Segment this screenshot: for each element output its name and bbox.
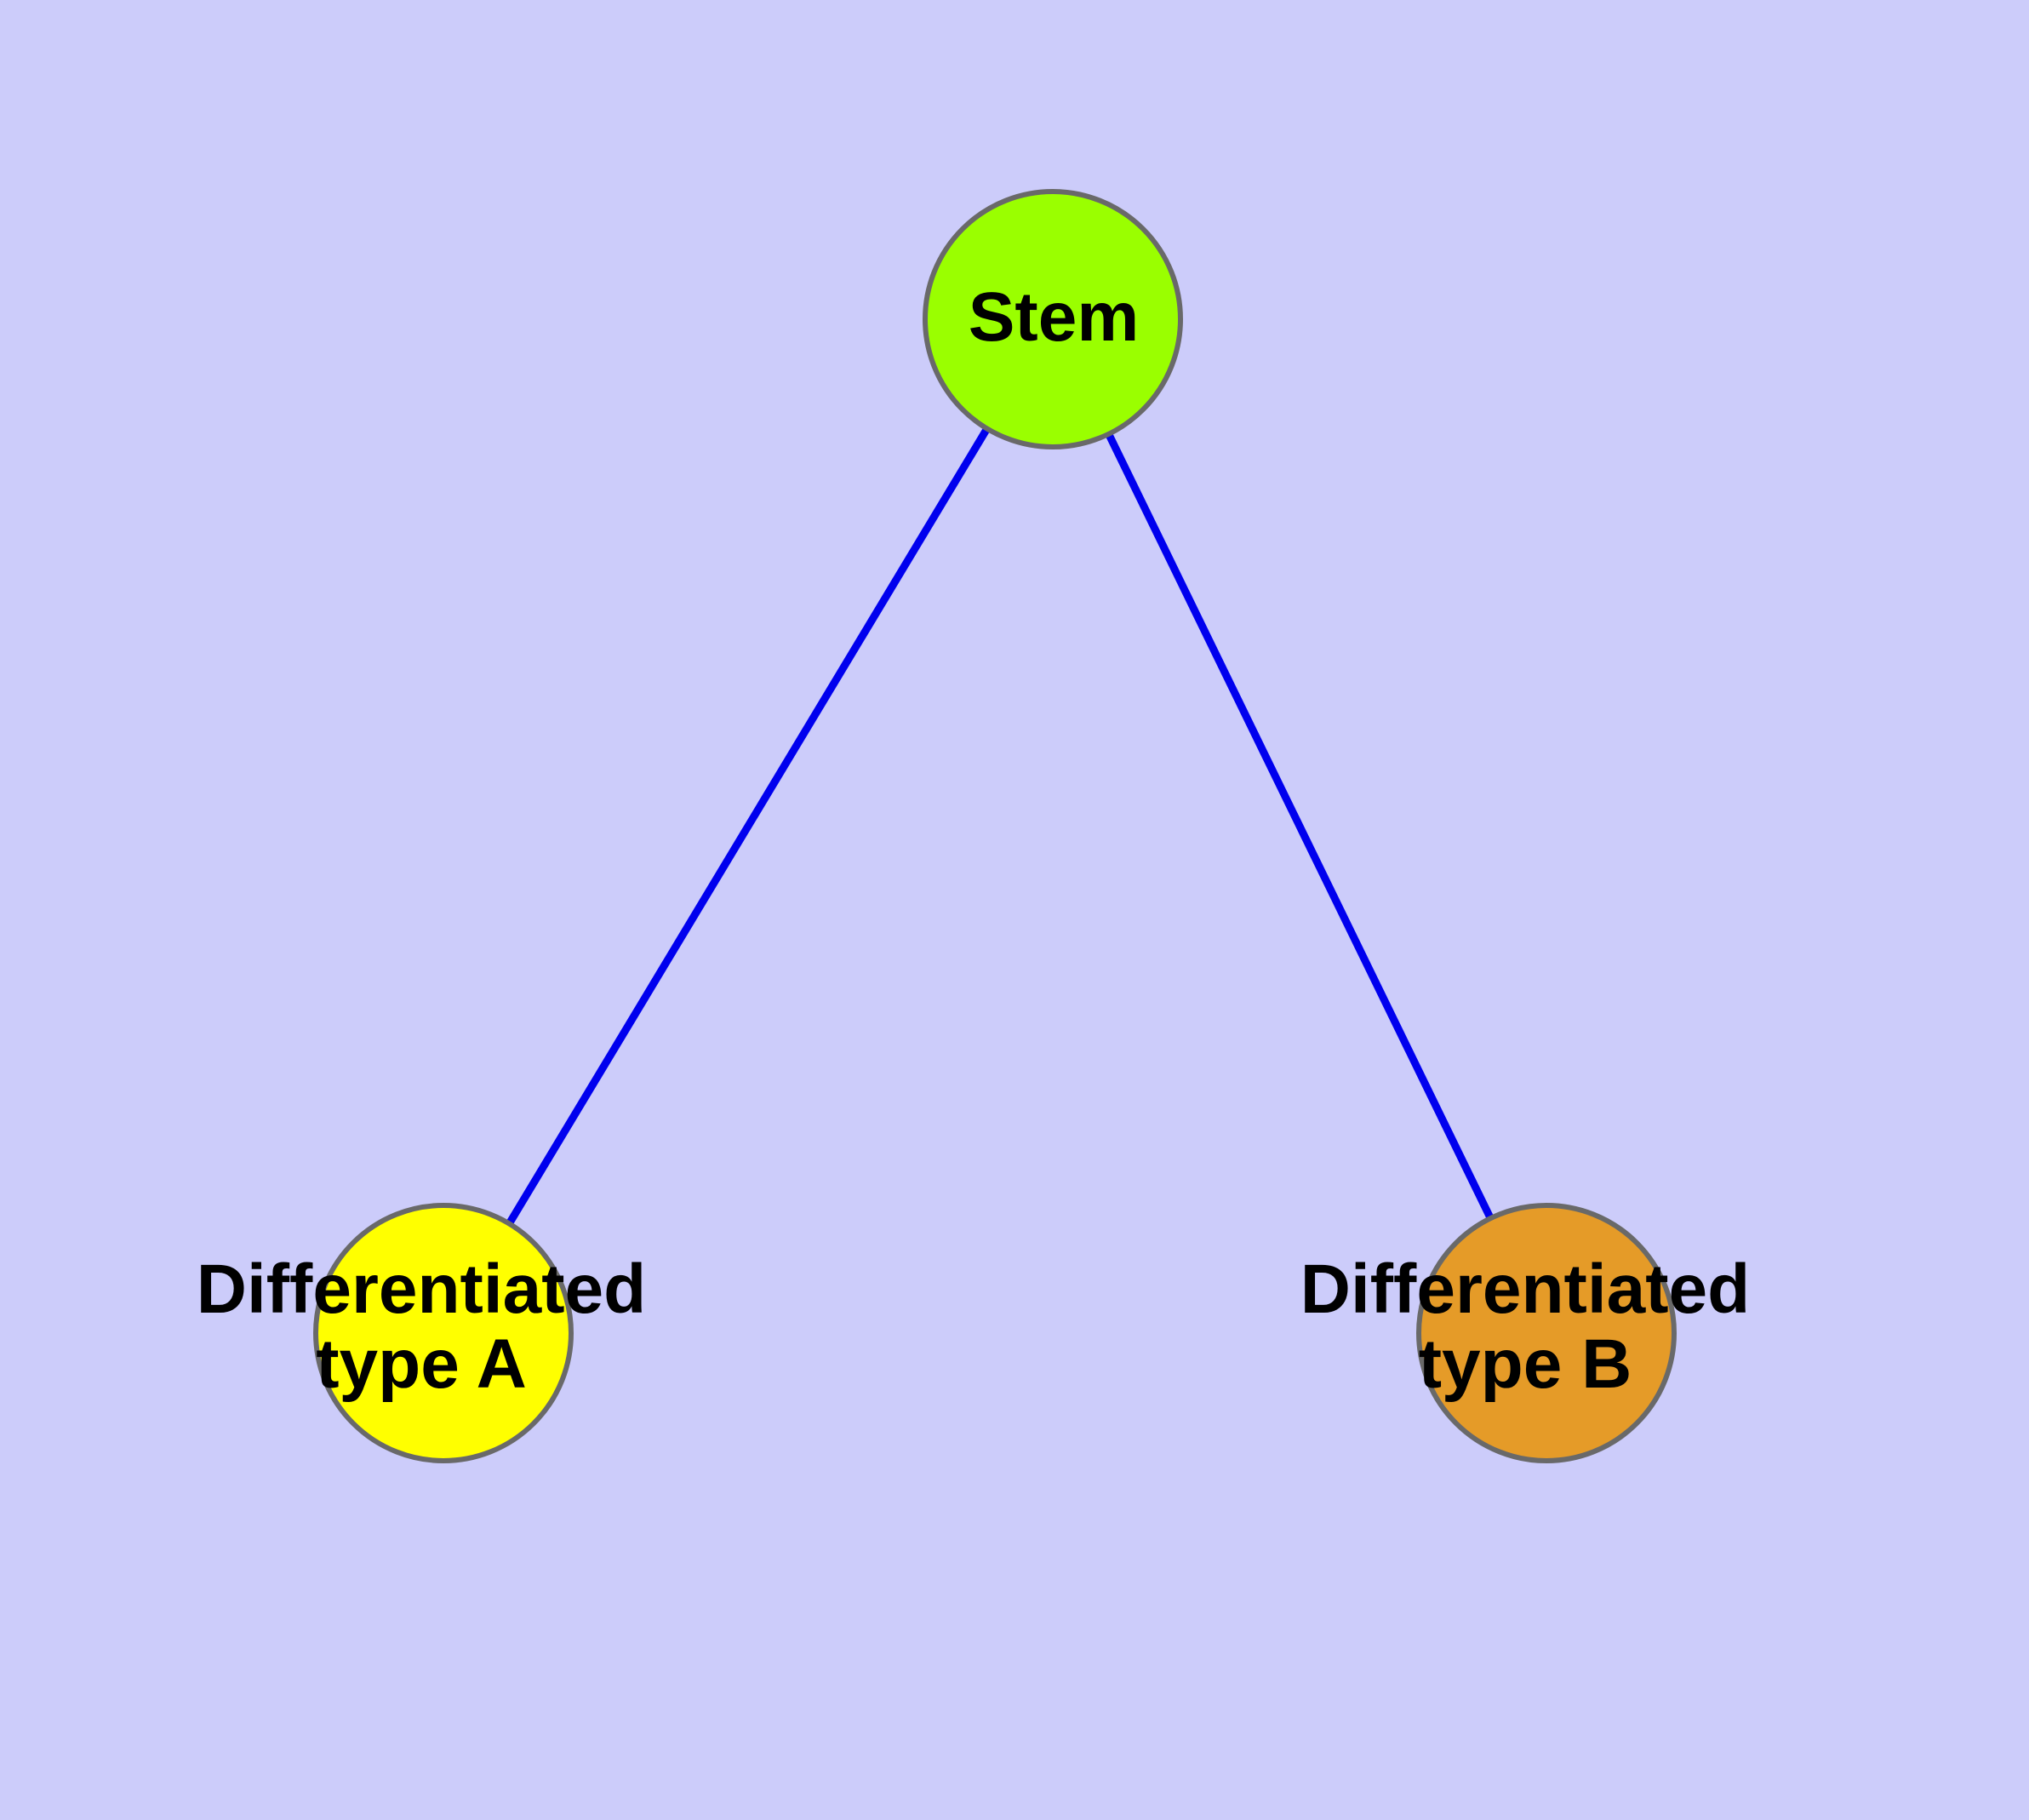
nodes-layer [313,189,1677,1463]
node-label-line: type A [316,1325,527,1403]
node-diff-b[interactable] [1416,1203,1677,1463]
node-label-line: Differentiated [1300,1251,1751,1328]
edge-stem-to-diff-a[interactable] [440,317,1056,1336]
edges-layer [440,317,1551,1336]
node-stem[interactable] [923,189,1183,449]
node-stem-label: Stem [969,278,1140,356]
node-diff-a[interactable] [313,1203,574,1463]
node-label-line: type B [1419,1325,1632,1403]
node-diff-a-circle[interactable] [313,1203,574,1463]
node-stem-circle[interactable] [923,189,1183,449]
node-label-line: Stem [969,278,1140,356]
edge-stem-to-diff-b[interactable] [1049,318,1551,1335]
node-label-line: Differentiated [197,1251,647,1328]
node-diff-b-circle[interactable] [1416,1203,1677,1463]
